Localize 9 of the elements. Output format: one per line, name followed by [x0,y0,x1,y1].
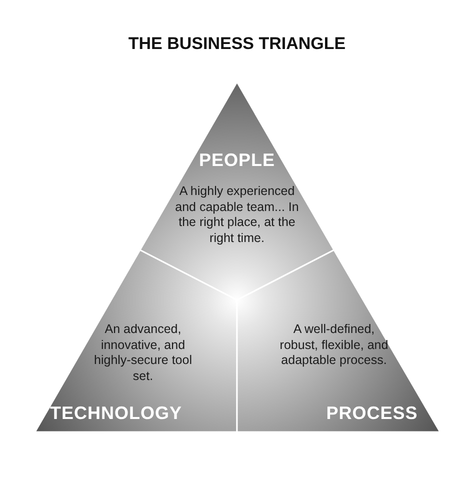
diagram-title: THE BUSINESS TRIANGLE [127,34,347,54]
segment-heading: TECHNOLOGY [48,403,183,424]
segment-description: A highly experienced and capable team... In the right place, at the right time. [174,184,300,246]
segment-description: A well-defined, robust, flexible, and adaptable process. [279,322,389,368]
segment-heading: PEOPLE [198,150,276,171]
segment-description: An advanced, innovative, and highly-secure tool set. [93,322,193,384]
segment-heading: PROCESS [325,403,419,424]
left-triangle-segment [35,250,237,432]
right-triangle-segment [237,250,440,432]
